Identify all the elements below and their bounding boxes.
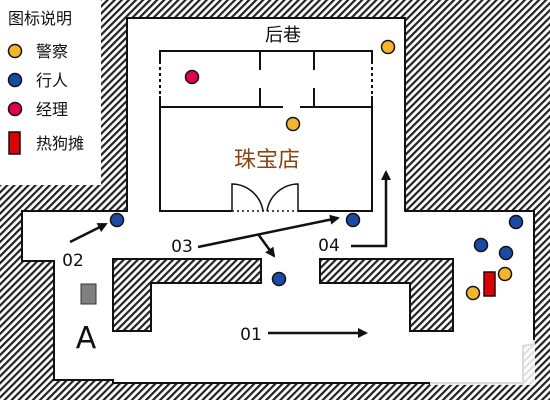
pedestrian-marker (271, 271, 287, 287)
legend-label-1: 警察 (36, 42, 68, 61)
police-marker (465, 285, 481, 301)
arrow-03-branch (256, 233, 276, 258)
pedestrian-marker (498, 245, 514, 261)
legend-marker-2 (7, 72, 23, 88)
arrow-02 (69, 222, 108, 244)
legend-label-4: 热狗摊 (36, 134, 84, 153)
back-alley-label: 后巷 (265, 25, 301, 46)
police-marker (380, 39, 396, 55)
arrow-label-01: 01 (240, 325, 262, 345)
store-name-label: 珠宝店 (234, 148, 300, 173)
arrow-03 (197, 214, 340, 249)
arrow-label-02: 02 (62, 251, 84, 271)
manager-marker (184, 69, 200, 85)
jewelry-store (158, 50, 374, 213)
legend-label-2: 行人 (36, 71, 68, 90)
pedestrian-marker (345, 212, 361, 228)
area-a-label: A (76, 321, 97, 356)
legend-marker-1 (7, 43, 23, 59)
hotdog-stand-marker (483, 271, 496, 297)
pedestrian-marker (109, 212, 125, 228)
legend-label-3: 经理 (36, 100, 68, 119)
arrow-label-03: 03 (171, 237, 193, 257)
faded-corner (430, 340, 535, 385)
arrow-04 (351, 170, 391, 248)
legend-marker-4 (8, 131, 21, 155)
pedestrian-marker (473, 237, 489, 253)
police-marker (497, 266, 513, 282)
gray-object (80, 283, 97, 305)
legend-title: 图标说明 (8, 9, 72, 28)
arrow-label-04: 04 (318, 236, 340, 256)
police-marker (285, 116, 301, 132)
legend-marker-3 (7, 101, 23, 117)
arrows-layer: 01 02 03 04 (62, 170, 391, 345)
pedestrian-marker (508, 214, 524, 230)
markers-layer (109, 39, 524, 301)
